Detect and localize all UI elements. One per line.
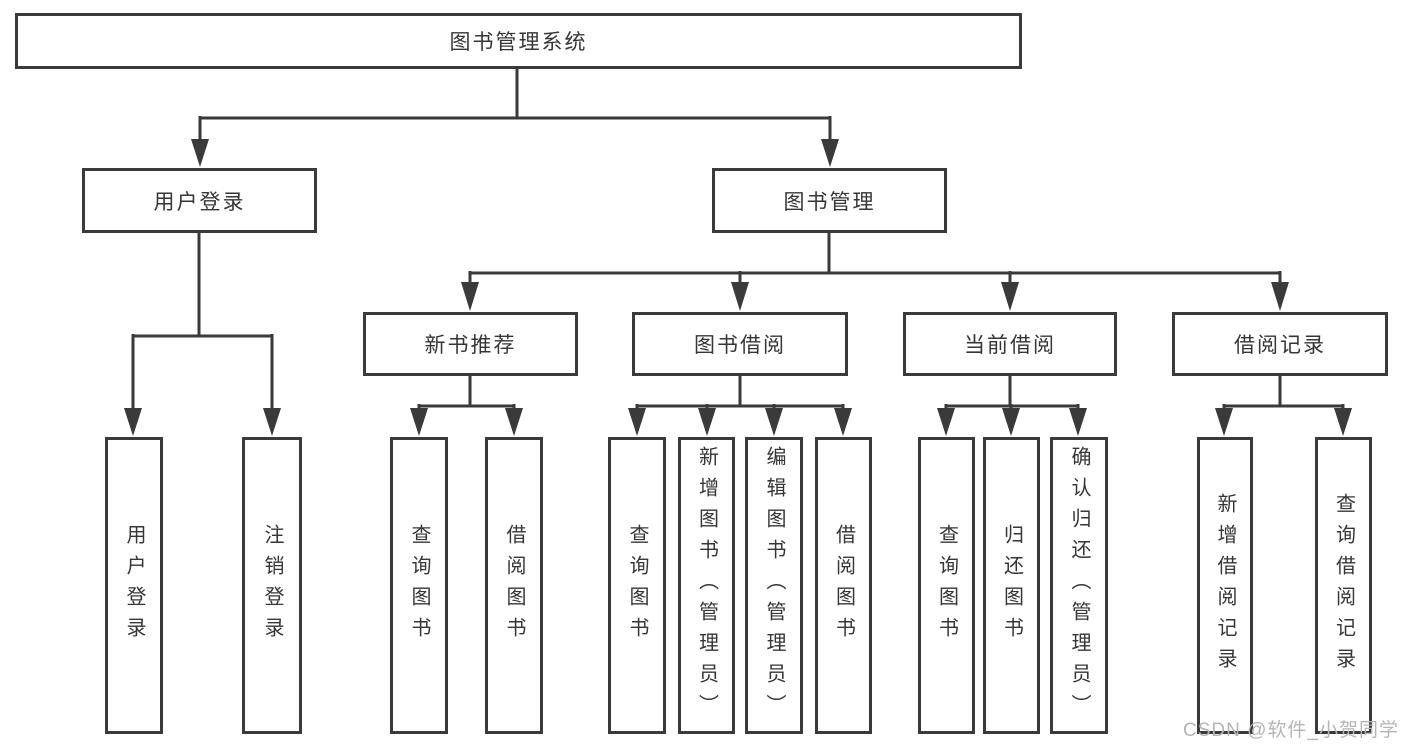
leaf-query-books-recommend: 查询图书 <box>390 437 448 734</box>
leaf-add-borrow-record: 新增借阅记录 <box>1197 437 1253 734</box>
leaf-edit-books-admin: 编辑图书（管理员） <box>745 437 803 734</box>
leaf-return-books: 归还图书 <box>983 437 1040 734</box>
node-root-system: 图书管理系统 <box>15 13 1022 69</box>
node-book-borrow-label: 图书借阅 <box>694 334 786 357</box>
node-borrow-records-label: 借阅记录 <box>1234 334 1326 357</box>
node-root-label: 图书管理系统 <box>449 31 588 54</box>
leaf-logout-label: 注销登录 <box>261 523 283 648</box>
leaf-query-books-current-label: 查询图书 <box>935 523 958 648</box>
leaf-edit-books-admin-label: 编辑图书（管理员） <box>763 446 785 725</box>
node-current-borrow-label: 当前借阅 <box>964 334 1056 357</box>
leaf-query-borrow-record: 查询借阅记录 <box>1315 437 1372 734</box>
leaf-user-login: 用户登录 <box>105 437 163 734</box>
leaf-borrow-books: 借阅图书 <box>815 437 872 734</box>
leaf-query-books-borrow: 查询图书 <box>608 437 666 734</box>
leaf-query-books-recommend-label: 查询图书 <box>408 523 430 648</box>
leaf-query-books-borrow-label: 查询图书 <box>626 523 648 648</box>
leaf-query-books-current: 查询图书 <box>918 437 975 734</box>
leaf-return-books-label: 归还图书 <box>1000 523 1023 648</box>
leaf-query-borrow-record-label: 查询借阅记录 <box>1332 492 1355 679</box>
node-current-borrow: 当前借阅 <box>903 312 1117 376</box>
node-borrow-records: 借阅记录 <box>1172 312 1388 376</box>
leaf-borrow-books-recommend-label: 借阅图书 <box>503 523 525 648</box>
node-new-book-recommend-label: 新书推荐 <box>424 334 517 357</box>
leaf-add-books-admin-label: 新增图书（管理员） <box>695 446 718 725</box>
csdn-watermark: CSDN @软件_小贺同学 <box>1183 720 1399 741</box>
leaf-confirm-return-admin: 确认归还（管理员） <box>1050 437 1108 734</box>
node-new-book-recommend: 新书推荐 <box>363 312 578 376</box>
node-user-login-label: 用户登录 <box>153 190 246 214</box>
leaf-logout: 注销登录 <box>242 437 302 734</box>
leaf-confirm-return-admin-label: 确认归还（管理员） <box>1068 446 1090 725</box>
node-book-management: 图书管理 <box>712 168 947 233</box>
arrowheads <box>124 139 1352 436</box>
leaf-borrow-books-recommend: 借阅图书 <box>485 437 543 734</box>
leaf-add-books-admin: 新增图书（管理员） <box>678 437 735 734</box>
node-book-borrow: 图书借阅 <box>632 312 848 376</box>
node-book-management-label: 图书管理 <box>783 190 876 214</box>
connector-lines <box>131 68 1345 409</box>
node-user-login: 用户登录 <box>82 168 317 233</box>
leaf-user-login-label: 用户登录 <box>123 523 145 648</box>
leaf-add-borrow-record-label: 新增借阅记录 <box>1214 492 1236 679</box>
leaf-borrow-books-label: 借阅图书 <box>832 523 855 648</box>
